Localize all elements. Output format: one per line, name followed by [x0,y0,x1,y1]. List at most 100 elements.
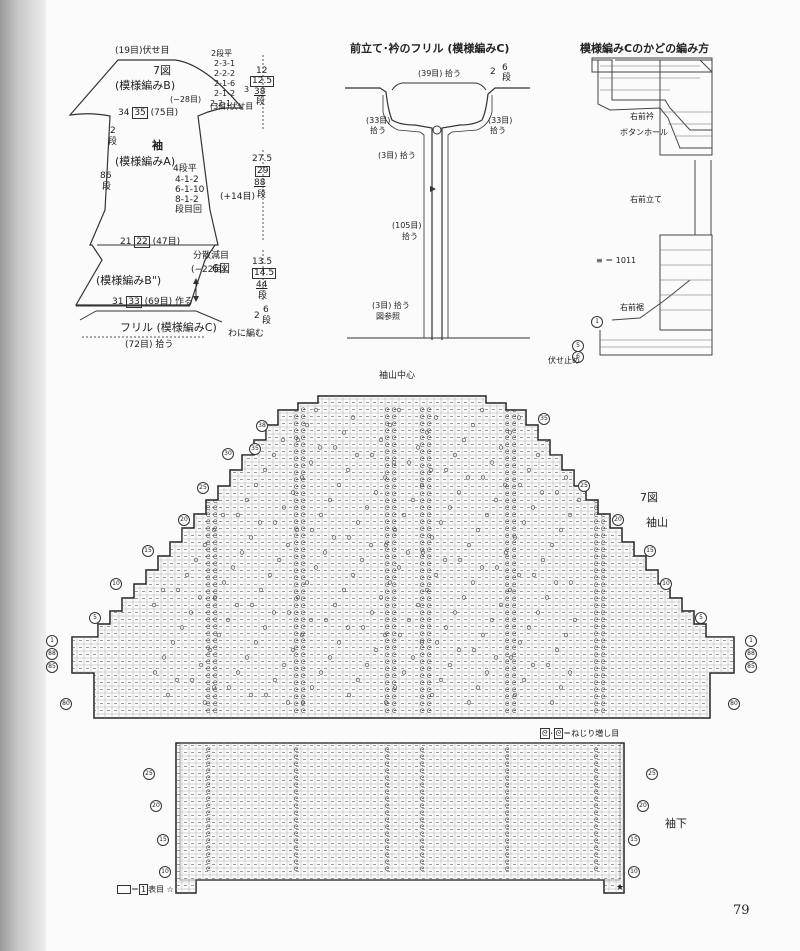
inc-row-0: 4-1-2 [175,175,199,185]
page-number: 79 [733,903,750,918]
twist-stitch-mark: ᘓ [601,533,605,540]
twist-stitch-mark: ᘓ [601,610,605,617]
twist-stitch-mark: ᘓ [206,554,210,561]
yarn-over-mark [161,497,167,503]
twist-stitch-mark: ᘓ [594,421,598,428]
twist-stitch-mark: ᘓ [206,610,210,617]
yarn-over-mark [220,512,226,518]
twist-stitch-mark: ᘓ [213,547,217,554]
twist-stitch-mark: ᘓ [505,775,509,782]
twist-stitch-mark: ᘓ [213,708,217,715]
twist-stitch-mark: ᘓ [213,638,217,645]
yarn-over-mark [341,587,347,593]
frill-pick105: (105目) [392,221,422,230]
yarn-over-mark [479,565,485,570]
twist-stitch-mark: ᘓ [385,838,389,845]
twist-stitch-mark: ᘓ [601,701,605,708]
twist-stitch-mark: ᘓ [594,561,598,568]
twist-stitch-mark: ᘓ [392,470,396,477]
twist-stitch-mark: ᘓ [505,761,509,768]
twist-stitch-mark: ᘓ [206,824,210,831]
twist-stitch-mark: ᘓ [392,645,396,652]
yarn-over-mark [225,617,231,623]
twist-stitch-mark: ᘓ [594,708,598,715]
yarn-over-mark [313,565,319,570]
twist-stitch-mark: ᘓ [512,526,516,533]
twist-stitch-mark: ᘓ [301,666,305,673]
twist-stitch-mark: ᘓ [601,568,605,575]
frill-cm2: 2 [490,67,496,77]
yarn-over-mark [438,677,444,683]
twist-stitch-mark: ᘓ [601,680,605,687]
twist-stitch-mark: ᘓ [294,575,298,582]
yarn-over-mark [350,415,356,420]
twist-stitch-mark: ᘓ [427,694,431,701]
twist-stitch-mark: ᘓ [594,435,598,442]
twist-stitch-mark: ᘓ [512,463,516,470]
yarn-over-mark [456,647,462,653]
twist-stitch-mark: ᘓ [427,540,431,547]
twist-stitch-mark: ᘓ [385,498,389,505]
twist-stitch-mark: ᘓ [512,645,516,652]
twist-stitch-mark: ᘓ [594,526,598,533]
yarn-over-mark [383,542,389,548]
twist-stitch-mark: ᘓ [294,554,298,561]
twist-stitch-mark: ᘓ [594,789,598,796]
yarn-over-mark [553,422,559,428]
twist-stitch-mark: ᘓ [206,435,210,442]
twist-stitch-mark: ᘓ [427,435,431,442]
twist-stitch-mark: ᘓ [512,442,516,449]
twist-stitch-mark: ᘓ [206,589,210,596]
yarn-over-mark [336,640,342,645]
row-mark-15-l: 15 [142,545,154,557]
twist-stitch-mark: ᘓ [594,610,598,617]
twist-stitch-mark: ᘓ [385,652,389,659]
yarn-over-mark [179,467,185,473]
yarn-over-mark [563,475,569,480]
twist-stitch-mark: ᘓ [294,852,298,859]
row-mark-5-l: 5 [89,612,101,624]
frill-fig-title: 前立て･衿のフリル (模様編みC) [350,42,510,55]
yarn-over-mark [521,677,527,683]
twist-stitch-mark: ᘓ [420,568,424,575]
yarn-over-mark [295,595,301,600]
yarn-over-mark [410,655,416,660]
yarn-over-mark [567,670,573,675]
twist-stitch-mark: ᘓ [385,533,389,540]
twist-stitch-mark: ᘓ [294,505,298,512]
twist-stitch-mark: ᘓ [420,547,424,554]
twist-stitch-mark: ᘓ [420,554,424,561]
twist-stitch-mark: ᘓ [505,680,509,687]
twist-stitch-mark: ᘓ [427,512,431,519]
cm-29: 29 [255,166,271,177]
yarn-over-mark [175,587,181,593]
yarn-over-mark [174,677,180,683]
twist-stitch-mark: ᘓ [427,610,431,617]
twist-stitch-mark: ᘓ [420,589,424,596]
yarn-over-mark [244,655,250,660]
twist-stitch-mark: ᘓ [294,582,298,589]
row-mark-35-l: 35 [249,443,261,455]
twist-stitch-mark: ᘓ [294,484,298,491]
yarn-over-mark [202,542,208,548]
yarn-over-mark [443,625,449,630]
twist-stitch-mark: ᘓ [594,747,598,754]
twist-stitch-mark: ᘓ [213,617,217,624]
twist-stitch-mark: ᘓ [385,582,389,589]
twist-stitch-mark: ᘓ [594,582,598,589]
twist-stitch-mark: ᘓ [294,449,298,456]
twist-stitch-mark: ᘓ [206,533,210,540]
cap-row-1: 2-2-2 [214,69,236,78]
yarn-over-mark [438,520,444,525]
twist-stitch-mark: ᘓ [206,845,210,852]
twist-stitch-mark: ᘓ [213,603,217,610]
twist-stitch-mark: ᘓ [505,519,509,526]
twist-stitch-mark: ᘓ [601,449,605,456]
yarn-over-mark [147,407,153,413]
twist-stitch-mark: ᘓ [512,414,516,421]
twist-stitch-mark: ᘓ [301,540,305,547]
row-mark-80-l: 80 [60,698,72,710]
yarn-over-mark [151,445,157,450]
twist-stitch-mark: ᘓ [385,831,389,838]
corner-mark-6: 6 [572,351,584,363]
